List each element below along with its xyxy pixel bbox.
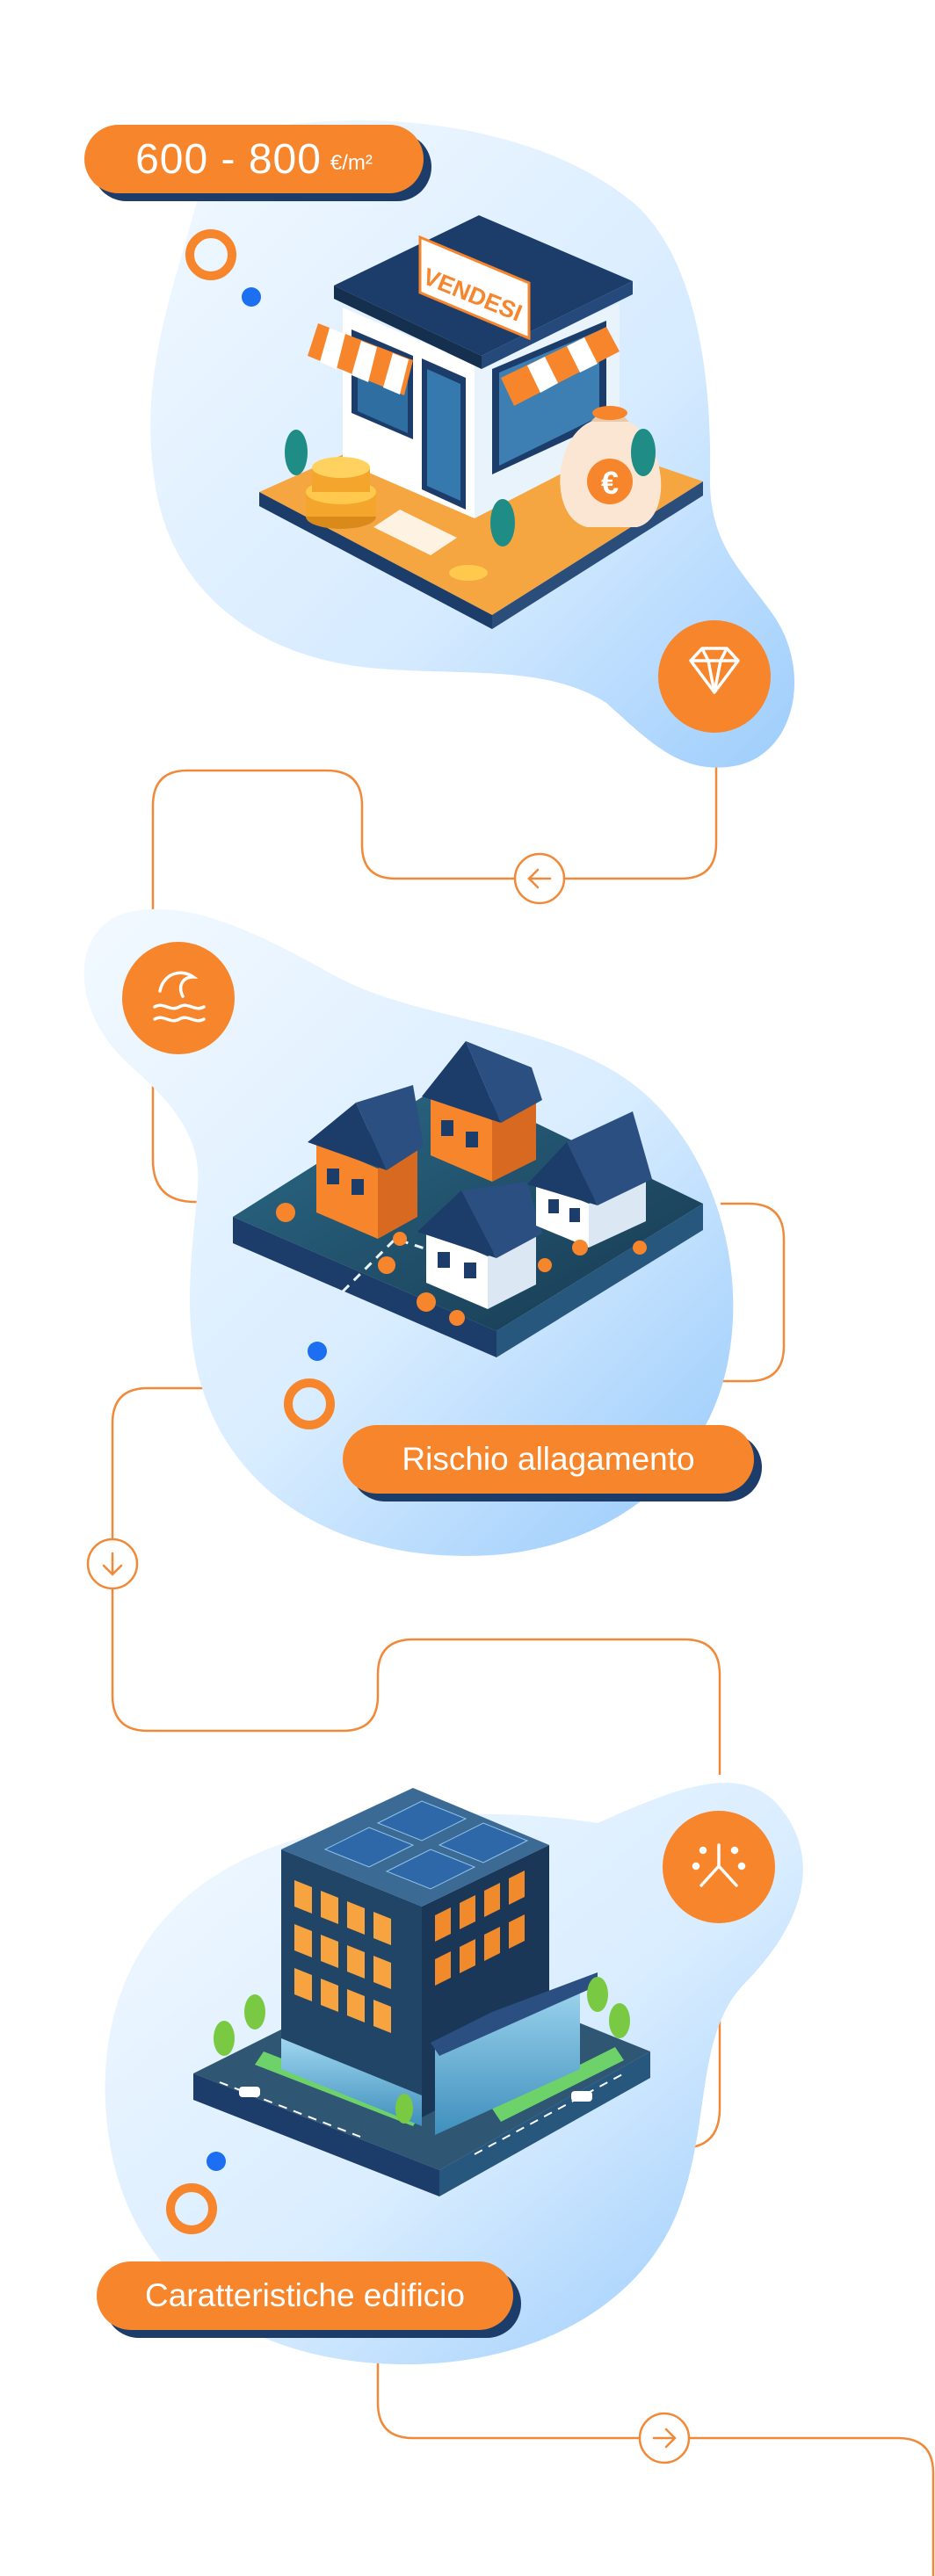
flood-illustration [233,1041,703,1357]
wave-icon [153,971,206,1023]
plant-1 [285,430,308,475]
flood-badge [122,942,235,1054]
deco-dot-1 [242,287,261,307]
value-badge [658,620,771,733]
deco-dot-3 [207,2152,226,2171]
price-unit: €/m² [330,151,373,175]
arrow-left-icon [513,852,566,905]
connector-3 [111,1386,721,1775]
shop-illustration: VENDESI € [259,215,703,629]
arrow-right-icon [638,2412,691,2464]
deco-dot-2 [308,1342,327,1361]
diamond-icon [689,647,740,694]
plant-2 [490,499,515,546]
building-features-label: Caratteristiche edificio [145,2277,465,2313]
price-range: 600 - 800 [135,135,322,183]
coin-stack [306,457,488,581]
flood-risk-label: Rischio allagamento [402,1441,695,1477]
connector-2 [714,1202,786,1383]
connector-5 [376,2355,935,2576]
building-badge [663,1811,775,1923]
connector-1 [151,742,718,1204]
sparkle-icon [692,1843,746,1887]
deco-ring-2 [284,1378,335,1429]
price-pill: 600 - 800 €/m² [84,125,424,193]
building-features-pill: Caratteristiche edificio [97,2261,513,2330]
deco-ring-1 [185,229,236,280]
building-illustration [193,1788,650,2196]
plant-3 [631,429,656,476]
flood-risk-pill: Rischio allagamento [343,1425,754,1494]
money-bag-symbol: € [601,465,619,501]
arrow-down-icon [86,1538,139,1590]
deco-ring-3 [166,2183,217,2234]
